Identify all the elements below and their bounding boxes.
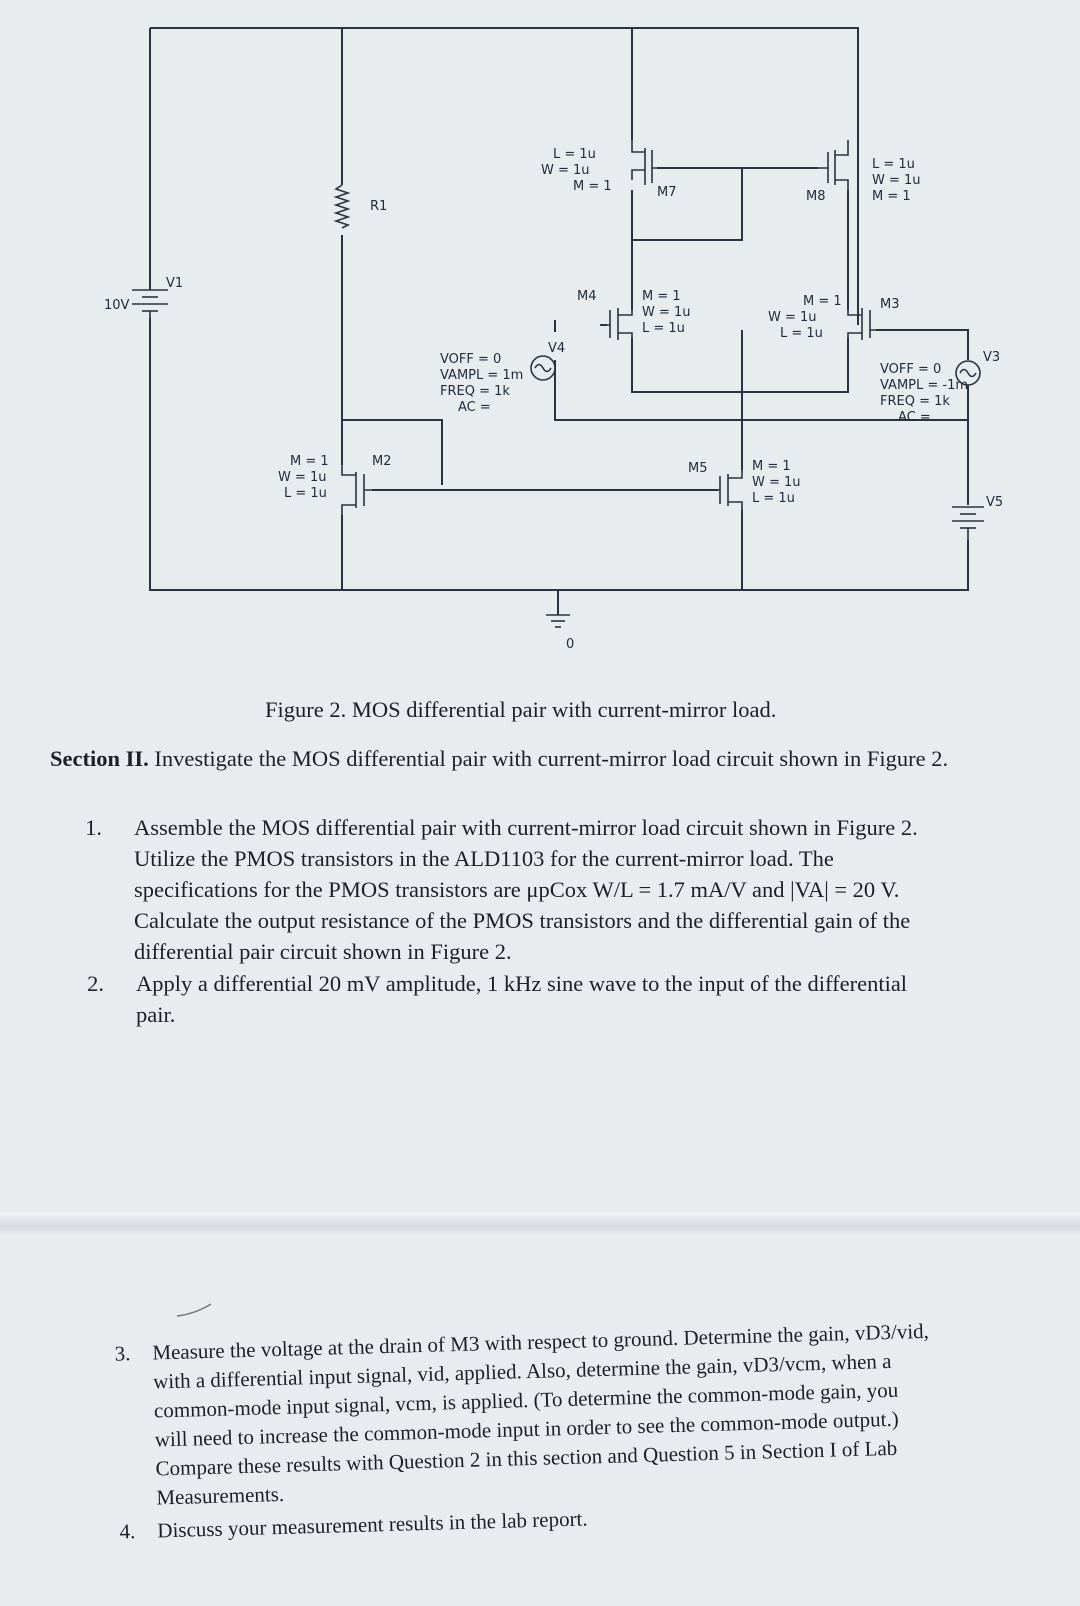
- item-number: 3.: [114, 1341, 131, 1366]
- m3-name: M3: [880, 297, 900, 312]
- v3-freq: FREQ = 1k: [880, 394, 950, 409]
- item-line: Apply a differential 20 mV amplitude, 1 …: [136, 971, 908, 996]
- m5-w: W = 1u: [752, 475, 801, 490]
- m7-name: M7: [657, 185, 677, 200]
- section-paragraph: Section II. Investigate the MOS differen…: [50, 743, 1010, 774]
- m2-transistor-symbol: [341, 465, 372, 515]
- ground-symbol: [546, 614, 570, 628]
- m8-l: L = 1u: [872, 157, 915, 172]
- m8-name: M8: [806, 189, 826, 204]
- v4-source-symbol: [530, 355, 556, 381]
- item-line: specifications for the PMOS transistors …: [134, 877, 900, 902]
- v3-vampl: VAMPL = -1m: [880, 378, 968, 393]
- m3-transistor-symbol: [847, 308, 876, 340]
- page-divider: [0, 1212, 1080, 1238]
- figure-caption: Figure 2. MOS differential pair with cur…: [265, 697, 777, 722]
- m4-m: M = 1: [642, 289, 681, 304]
- m3-l: L = 1u: [780, 326, 823, 341]
- lower-page: 3. Measure the voltage at the drain of M…: [100, 1314, 1025, 1548]
- m8-m: M = 1: [872, 189, 911, 204]
- item-number: 2.: [87, 971, 104, 996]
- v1-value: 10V: [104, 298, 130, 313]
- m3-w: W = 1u: [768, 310, 817, 325]
- m2-name: M2: [372, 454, 392, 469]
- item-line: differential pair circuit shown in Figur…: [134, 939, 512, 964]
- v3-ac: AC =: [898, 410, 931, 425]
- m4-name: M4: [577, 289, 597, 304]
- circuit-schematic: V1 10V R1 V4 VOFF = 0 VAMPL = 1m FREQ = …: [0, 0, 1080, 700]
- m7-w: W = 1u: [541, 163, 590, 178]
- v4-vampl: VAMPL = 1m: [440, 368, 523, 383]
- m7-m: M = 1: [573, 179, 612, 194]
- m4-w: W = 1u: [642, 305, 691, 320]
- m2-w: W = 1u: [278, 470, 327, 485]
- v4-ac: AC =: [458, 400, 491, 415]
- m5-l: L = 1u: [752, 491, 795, 506]
- v4-voff: VOFF = 0: [440, 352, 501, 367]
- m3-m: M = 1: [803, 294, 842, 309]
- m7-l: L = 1u: [553, 147, 596, 162]
- section-text: Investigate the MOS differential pair wi…: [154, 746, 949, 771]
- m2-l: L = 1u: [284, 486, 327, 501]
- v3-source-symbol: [955, 360, 981, 386]
- m5-m: M = 1: [752, 459, 791, 474]
- section-heading: Section II.: [50, 746, 149, 771]
- v4-freq: FREQ = 1k: [440, 384, 510, 399]
- m4-l: L = 1u: [642, 321, 685, 336]
- wires: [149, 27, 969, 615]
- item-line: Calculate the output resistance of the P…: [134, 908, 911, 933]
- ground-label: 0: [566, 637, 574, 652]
- v4-label: V4: [548, 341, 565, 356]
- v3-label: V3: [983, 350, 1000, 365]
- pencil-mark-icon: [176, 1303, 212, 1317]
- r1-label: R1: [370, 199, 387, 214]
- item-line: pair.: [136, 1002, 176, 1027]
- m8-transistor-symbol: [818, 140, 849, 190]
- v1-battery-symbol: [132, 289, 168, 318]
- m7-transistor-symbol: [631, 140, 657, 185]
- item-number: 1.: [85, 815, 102, 840]
- v5-battery-symbol: [952, 506, 984, 540]
- m2-m: M = 1: [290, 454, 329, 469]
- item-number: 4.: [119, 1519, 136, 1544]
- item-line: Assemble the MOS differential pair with …: [134, 815, 918, 840]
- list-item: 3. Measure the voltage at the drain of M…: [100, 1314, 1025, 1518]
- v3-voff: VOFF = 0: [880, 362, 941, 377]
- v1-label: V1: [166, 276, 183, 291]
- m8-w: W = 1u: [872, 173, 921, 188]
- r1-resistor-symbol: [333, 184, 351, 229]
- item-line: Utilize the PMOS transistors in the ALD1…: [134, 846, 834, 871]
- v5-label: V5: [986, 495, 1003, 510]
- m4-transistor-symbol: [600, 308, 633, 340]
- m5-transistor-symbol: [718, 470, 743, 510]
- m5-name: M5: [688, 461, 708, 476]
